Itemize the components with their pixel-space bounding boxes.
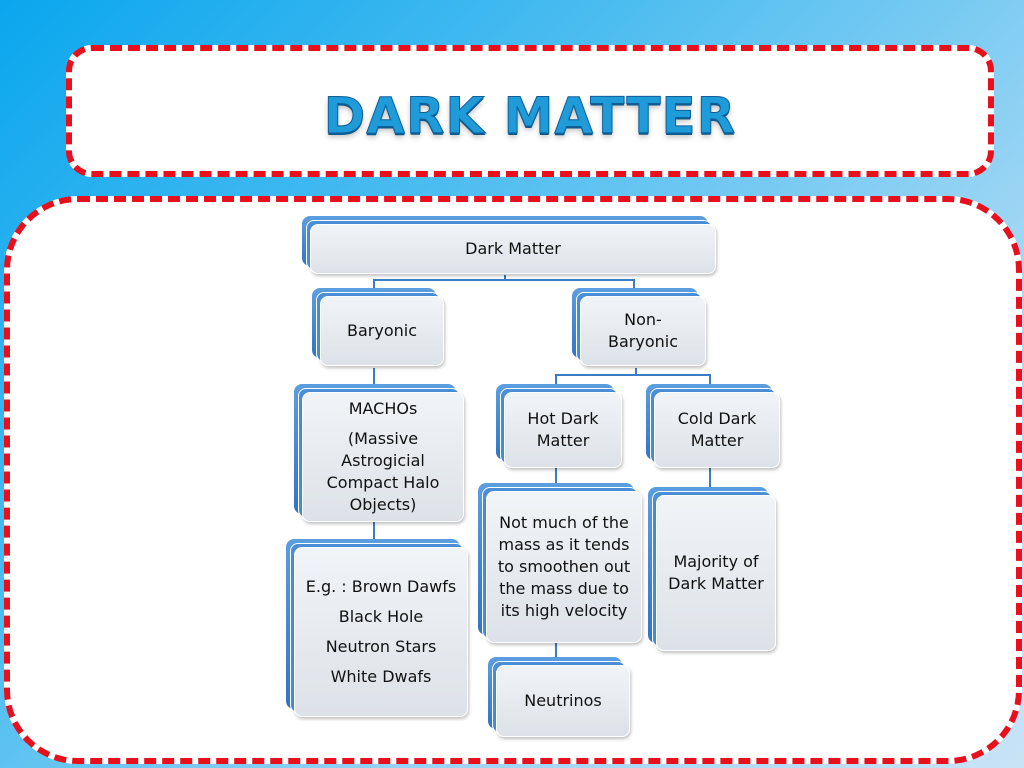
node-cold-description-text: Majority of Dark Matter — [668, 552, 764, 593]
node-machos-heading: MACHOs — [348, 399, 418, 418]
node-dark-matter: Dark Matter — [302, 216, 716, 274]
connector-nonbaryonic-to-types — [555, 368, 711, 388]
node-baryonic: Baryonic — [312, 288, 444, 366]
node-hot-description: Not much of the mass as it tends to smoo… — [478, 483, 642, 643]
node-examples: E.g. : Brown Dawfs Black Hole Neutron St… — [286, 539, 468, 717]
node-hot-dark-matter-label: Hot Dark Matter — [527, 409, 599, 450]
node-hot-dark-matter: Hot Dark Matter — [496, 384, 622, 468]
node-cold-dark-matter-label: Cold Dark Matter — [677, 409, 757, 450]
node-neutrinos: Neutrinos — [488, 657, 630, 737]
node-non-baryonic: Non-Baryonic — [572, 288, 706, 366]
node-baryonic-label: Baryonic — [347, 321, 417, 340]
title-panel: DARK MATTER — [66, 45, 994, 177]
node-machos-description: (Massive Astrogicial Compact Halo Object… — [326, 429, 440, 514]
example-white-dwarfs: White Dwafs — [330, 667, 432, 686]
node-machos: MACHOs (Massive Astrogicial Compact Halo… — [294, 384, 464, 522]
node-dark-matter-label: Dark Matter — [465, 239, 561, 258]
example-black-hole: Black Hole — [338, 607, 424, 626]
node-non-baryonic-label: Non-Baryonic — [608, 310, 678, 351]
example-neutron-stars: Neutron Stars — [325, 637, 437, 656]
node-hot-description-text: Not much of the mass as it tends to smoo… — [497, 513, 631, 620]
slide-title: DARK MATTER — [323, 87, 737, 146]
node-cold-description: Majority of Dark Matter — [648, 487, 776, 651]
node-neutrinos-label: Neutrinos — [524, 691, 602, 710]
example-brown-dwarfs: E.g. : Brown Dawfs — [305, 577, 457, 596]
node-cold-dark-matter: Cold Dark Matter — [646, 384, 780, 468]
